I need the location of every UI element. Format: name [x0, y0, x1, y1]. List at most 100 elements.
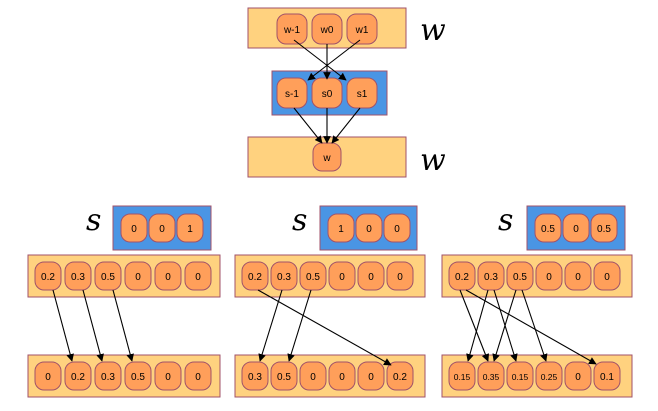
example-3-edge [466, 289, 489, 362]
w-out-node: 0.35 [477, 361, 505, 391]
example-2-edge [287, 289, 312, 362]
w-in-node-label: 0.2 [41, 272, 55, 283]
example-2-s-label: s [292, 203, 307, 238]
s-node: 0 [355, 213, 383, 243]
w-in-node-label: 0.5 [101, 272, 115, 283]
w-out-node-label: 0.5 [131, 372, 145, 383]
w-out-node: 0 [299, 361, 327, 391]
s-filter-node-label: s-1 [285, 89, 299, 100]
s-node-label: 0 [366, 224, 372, 235]
w-in-node: 0.5 [94, 261, 122, 291]
example-3-edge [459, 289, 490, 362]
w-in-node: 0 [386, 261, 414, 291]
example-1-edge [52, 289, 74, 362]
w-in-node-label: 0 [195, 272, 201, 283]
w-in-node: 0.3 [64, 261, 92, 291]
s-node: 1 [176, 213, 204, 243]
s-filter-node-0: s-1 [276, 77, 308, 109]
w-in-node-label: 0 [165, 272, 171, 283]
s-node: 0 [120, 213, 148, 243]
s-filter-node-label: s0 [322, 89, 333, 100]
example-2-w-in-nodes: 0.2 0.3 0.5 0 0 0 [241, 261, 414, 291]
w-in-node: 0 [154, 261, 182, 291]
w-output-node: w [312, 142, 342, 172]
w-out-node: 0.2 [64, 361, 92, 391]
s-node-label: 0.5 [541, 224, 555, 235]
s-node-label: 0 [394, 224, 400, 235]
w-out-node-label: 0 [165, 372, 171, 383]
s-node-label: 0.5 [597, 224, 611, 235]
w-in-node: 0.5 [506, 261, 534, 291]
w-out-node-label: 0 [310, 372, 316, 383]
example-3-edge [465, 289, 597, 365]
w-input-node-label: w0 [320, 25, 334, 36]
s-node-label: 1 [338, 224, 344, 235]
w-out-node-label: 0 [195, 372, 201, 383]
w-in-node-label: 0.2 [248, 272, 262, 283]
w-in-node: 0 [593, 261, 621, 291]
example-2-w-out-nodes: 0.3 0.5 0 0 0 0.2 [241, 361, 414, 391]
example-1-w-out-nodes: 0 0.2 0.3 0.5 0 0 [34, 361, 212, 391]
w-out-node-label: 0 [575, 372, 581, 383]
w-bottom-label: w [420, 143, 446, 178]
example-1: s 0 0 1 0.2 0.3 0.5 0 0 0 0 0.2 0.3 0.5 … [27, 203, 221, 398]
w-out-node: 0 [328, 361, 356, 391]
s-node: 1 [327, 213, 355, 243]
w-in-node-label: 0 [575, 272, 581, 283]
s-node-label: 0 [131, 224, 137, 235]
s-node: 0.5 [534, 213, 562, 243]
w-input-node-label: w-1 [283, 25, 301, 36]
w-in-node-label: 0.3 [277, 272, 291, 283]
w-in-node-label: 0.2 [455, 272, 469, 283]
w-out-node-label: 0 [368, 372, 374, 383]
s-filter-node-1: s0 [311, 77, 343, 109]
w-out-node: 0.3 [241, 361, 269, 391]
w-out-node: 0.5 [124, 361, 152, 391]
w-out-node-label: 0.2 [393, 372, 407, 383]
w-out-node: 0 [34, 361, 62, 391]
edge-w-1-to-s1 [293, 39, 347, 81]
w-in-node-label: 0 [397, 272, 403, 283]
w-in-node-label: 0 [604, 272, 610, 283]
w-top-label: w [420, 13, 446, 48]
example-3-edge [492, 289, 517, 362]
example-3: s 0.5 0 0.5 0.2 0.3 0.5 0 0 0 0.15 0.35 … [441, 203, 633, 398]
w-in-node: 0 [357, 261, 385, 291]
example-3-s-nodes: 0.5 0 0.5 [534, 213, 618, 243]
w-in-node-label: 0 [135, 272, 141, 283]
w-in-node: 0.2 [34, 261, 62, 291]
w-out-node-label: 0 [45, 372, 51, 383]
w-in-node: 0 [535, 261, 563, 291]
w-output-node-label: w [322, 153, 331, 164]
w-in-node: 0 [184, 261, 212, 291]
top-section: w-1 w0 w1 w s-1 s0 s [247, 7, 446, 178]
w-out-node: 0.5 [270, 361, 298, 391]
example-3-w-in-nodes: 0.2 0.3 0.5 0 0 0 [448, 261, 621, 291]
example-1-edge [82, 289, 104, 362]
example-3-w-out-nodes: 0.15 0.35 0.15 0.25 0 0.1 [448, 361, 621, 391]
s-node: 0.5 [590, 213, 618, 243]
w-input-node-1: w0 [311, 13, 343, 45]
w-out-node: 0.15 [448, 361, 476, 391]
w-in-node-label: 0.5 [306, 272, 320, 283]
w-in-node-label: 0.3 [71, 272, 85, 283]
w-in-node-label: 0 [368, 272, 374, 283]
w-in-node: 0.3 [270, 261, 298, 291]
example-2-edge [257, 289, 392, 366]
w-out-node-label: 0.1 [600, 372, 614, 383]
s-node-label: 0 [159, 224, 165, 235]
s-node: 0 [383, 213, 411, 243]
w-in-node: 0.5 [299, 261, 327, 291]
edge-s-1-to-w [293, 107, 323, 144]
w-input-node-2: w1 [346, 13, 378, 45]
w-in-node: 0 [328, 261, 356, 291]
w-in-node-label: 0 [546, 272, 552, 283]
w-out-node: 0.25 [535, 361, 563, 391]
w-out-node-label: 0.2 [71, 372, 85, 383]
s-node-label: 0 [573, 224, 579, 235]
example-1-s-nodes: 0 0 1 [120, 213, 204, 243]
w-out-node: 0 [154, 361, 182, 391]
edge-w1-to-s-1 [307, 39, 361, 81]
edge-s1-to-w [331, 107, 361, 144]
example-2-edge [258, 289, 283, 362]
